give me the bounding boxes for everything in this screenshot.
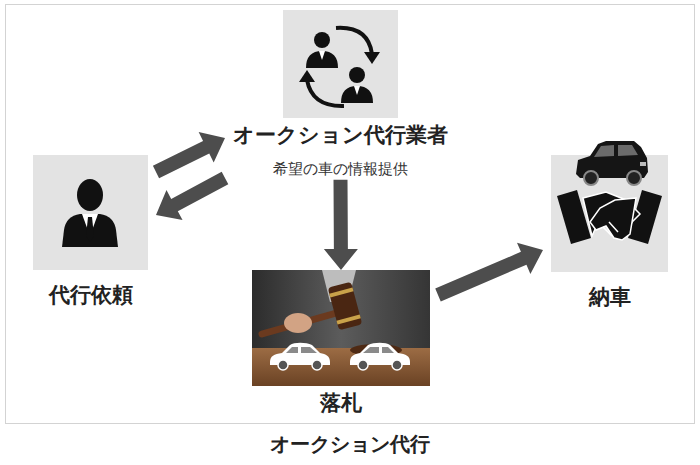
hand [590, 198, 636, 240]
gavel-band [337, 314, 361, 324]
suv-light [640, 162, 646, 166]
person-body [341, 86, 373, 103]
frame-border [6, 5, 695, 424]
icon-area [252, 270, 430, 386]
node-note: 希望の車の情報提供 [225, 160, 456, 180]
finger-line [603, 222, 618, 236]
node-label: 落札 [244, 390, 438, 416]
requester-node: 代行依頼 [25, 155, 156, 308]
icon-area [283, 10, 398, 118]
suv-window [594, 145, 614, 157]
icon-ground [33, 155, 148, 270]
person-head [314, 32, 330, 48]
gavel-band [329, 287, 353, 297]
car-wheel [358, 360, 368, 370]
cycle-arrow-head [364, 52, 380, 64]
car-outline [270, 343, 330, 370]
cycle-arrow-head [299, 70, 315, 82]
agency-icon [283, 10, 398, 118]
person-body [306, 51, 338, 68]
car-window [363, 347, 379, 353]
flow-arrow [156, 172, 228, 220]
car-window [382, 347, 394, 353]
icon-area [551, 155, 668, 272]
flow-arrow [435, 243, 543, 302]
person-body [62, 214, 118, 247]
suv-window [618, 145, 638, 156]
flow-arrow [324, 180, 358, 270]
agency-node: オークション代行業者希望の車の情報提供 [225, 10, 456, 180]
suv-icon [576, 141, 648, 185]
person-shirt [354, 86, 360, 95]
photo-suit [252, 270, 430, 386]
cycle-arrow [307, 80, 344, 106]
car-outline [350, 343, 410, 370]
person-shirt [319, 51, 325, 60]
diagram-caption: オークション代行 [0, 431, 700, 457]
gavel-head [328, 282, 363, 331]
person-tie [86, 217, 94, 242]
node-label: 納車 [543, 284, 676, 310]
suv-wheel [584, 171, 598, 185]
suv-wheel [627, 171, 641, 185]
car-wheel [392, 360, 402, 370]
gavel-handle [262, 312, 340, 334]
node-label: 代行依頼 [25, 282, 156, 308]
cycle-arrow [336, 28, 372, 54]
auction-node: 落札 [244, 270, 438, 416]
flow-arrow [153, 132, 225, 178]
car-wheel [312, 360, 322, 370]
person-icon [33, 155, 148, 270]
icon-ground [283, 10, 398, 118]
person-head [349, 67, 365, 83]
delivery-node: 納車 [543, 155, 676, 310]
node-label: オークション代行業者 [225, 122, 456, 148]
photo-hand [284, 313, 312, 333]
car-window [286, 347, 298, 353]
icon-area [33, 155, 148, 270]
person-head [77, 179, 103, 211]
car-window [301, 347, 317, 353]
auction-photo [252, 270, 430, 386]
car-wheel [278, 360, 288, 370]
gavel-block [328, 282, 363, 331]
